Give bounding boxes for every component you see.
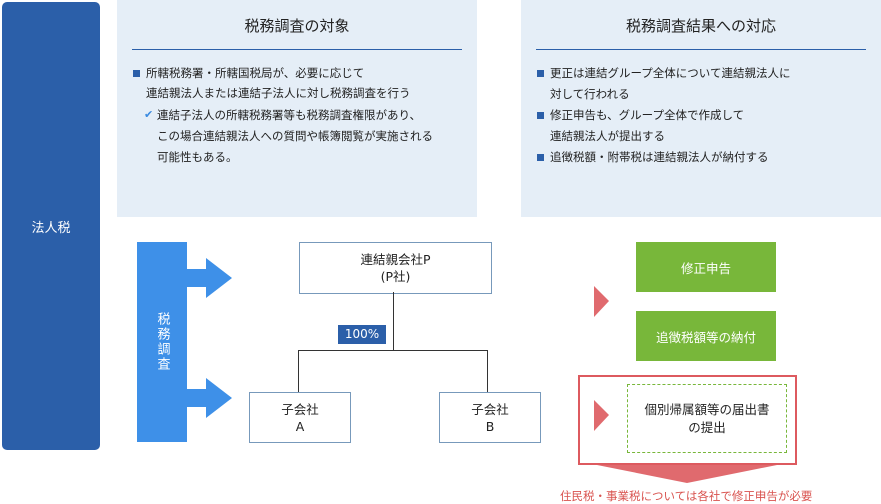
ownership-badge: 100%	[338, 325, 386, 344]
connector-line	[298, 350, 488, 351]
arrow-down-icon	[597, 465, 777, 483]
bullet-square-icon	[133, 70, 140, 77]
audit-target-check-line3: 可能性もある。	[157, 150, 238, 164]
arrow-right-icon	[186, 378, 232, 418]
parent-company-box: 連結親会社P (P社)	[299, 242, 492, 294]
additional-tax-payment-box: 追徴税額等の納付	[636, 311, 776, 361]
panel-divider	[132, 49, 462, 50]
tax-audit-text: 税務調査	[154, 312, 170, 372]
subsidiary-a-label: 子会社	[281, 401, 319, 417]
bullet-square-icon	[537, 70, 544, 77]
audit-target-panel: 税務調査の対象 所轄税務署・所轄国税局が、必要に応じて 連結親法人または連結子法…	[117, 0, 477, 217]
arrow-right-icon	[186, 258, 232, 298]
triangle-right-icon	[594, 286, 609, 317]
subsidiary-a-letter: A	[295, 418, 305, 434]
audit-response-title: 税務調査結果への対応	[625, 17, 776, 35]
notification-line1: 個別帰属額等の届出書	[644, 401, 770, 417]
check-icon: ✔	[144, 108, 154, 121]
tax-audit-label: 税務調査	[137, 242, 187, 442]
panel-divider	[536, 49, 866, 50]
bullet-square-icon	[537, 112, 544, 119]
amended-return-box: 修正申告	[636, 242, 776, 292]
audit-target-bullet1-line2: 連結親法人または連結子法人に対し税務調査を行う	[146, 86, 411, 100]
audit-target-title: 税務調査の対象	[244, 17, 350, 35]
subsidiary-b-box: 子会社 B	[439, 392, 541, 443]
connector-line	[393, 292, 394, 350]
audit-response-bullet2-line1: 修正申告も、グループ全体で作成して	[550, 108, 745, 122]
parent-company-abbrev: (P社)	[380, 269, 411, 284]
audit-response-bullet3-line1: 追徴税額・附帯税は連結親法人が納付する	[550, 150, 769, 164]
audit-response-bullet1-line2: 対して行われる	[550, 87, 630, 101]
connector-line	[487, 350, 488, 392]
subsidiary-b-label: 子会社	[471, 401, 509, 417]
subsidiary-a-box: 子会社 A	[249, 392, 351, 443]
audit-response-panel: 税務調査結果への対応 更正は連結グループ全体について連結親法人に 対して行われる…	[521, 0, 881, 217]
audit-response-bullet2-line2: 連結親法人が提出する	[550, 129, 665, 143]
corporate-tax-label: 法人税	[2, 2, 100, 450]
audit-arrows	[186, 258, 232, 418]
corporate-tax-text: 法人税	[31, 220, 71, 236]
triangle-right-icon	[594, 400, 609, 431]
bullet-square-icon	[537, 154, 544, 161]
subsidiary-b-letter: B	[485, 418, 495, 434]
audit-target-check-line2: この場合連結親法人への質問や帳簿閲覧が実施される	[157, 129, 433, 143]
notification-document-box: 個別帰属額等の届出書 の提出	[627, 384, 787, 453]
audit-response-bullet1-line1: 更正は連結グループ全体について連結親法人に	[550, 66, 791, 80]
audit-target-bullet1-line1: 所轄税務署・所轄国税局が、必要に応じて	[146, 66, 365, 80]
footnote-text: 住民税・事業税については各社で修正申告が必要	[560, 489, 813, 503]
parent-company-name: 連結親会社P	[360, 252, 431, 267]
notification-line2: の提出	[688, 419, 726, 435]
audit-target-check-line1: 連結子法人の所轄税務署等も税務調査権限があり、	[157, 108, 422, 122]
connector-line	[298, 350, 299, 392]
